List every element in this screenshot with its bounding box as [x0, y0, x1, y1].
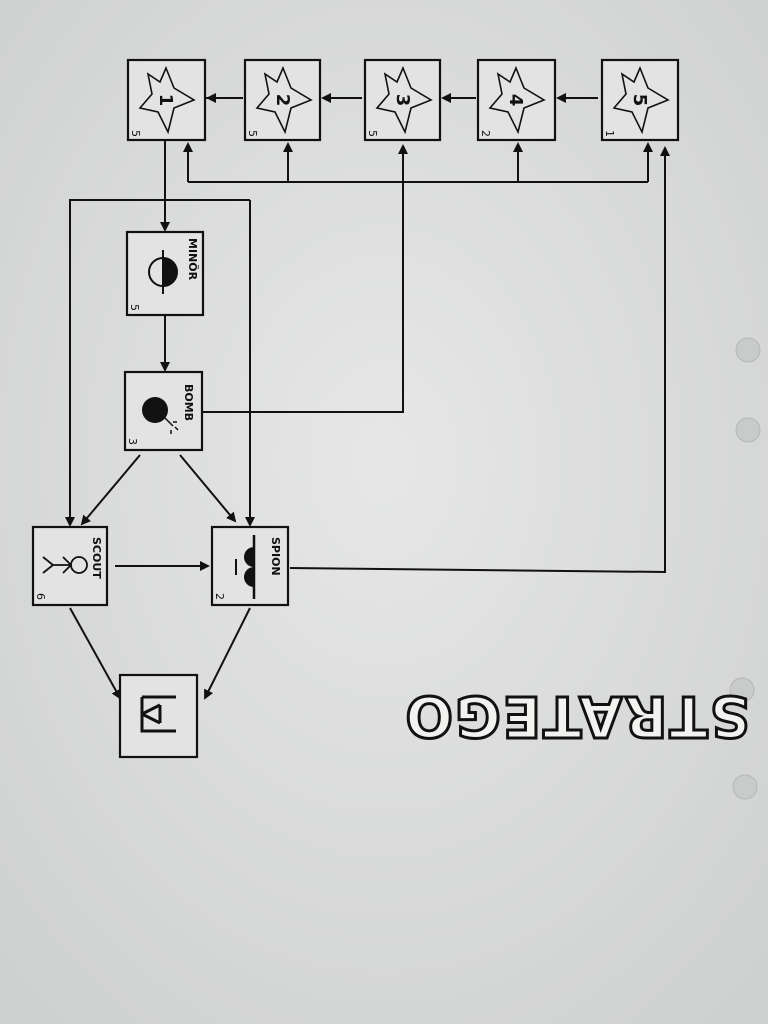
rank-box-1: 1 5 [126, 58, 207, 142]
miner-label: MINÖR [186, 238, 200, 281]
rank-box-3: 3 5 [363, 58, 442, 142]
rank-number: 5 [629, 94, 650, 107]
spy-count: 2 [213, 593, 226, 600]
bomb-label: BOMB [182, 384, 195, 421]
rank-count: 5 [129, 130, 142, 137]
bomb-box: BOMB 3 [123, 370, 204, 452]
miner-box: MINÖR 5 [125, 230, 205, 317]
star-icon [255, 65, 313, 135]
rank-box-4: 4 2 [476, 58, 557, 142]
spy-hat-icon [235, 535, 256, 599]
rank-count: 1 [603, 130, 616, 137]
rank-count: 5 [366, 130, 379, 137]
star-icon [488, 65, 546, 135]
binder-holes [729, 337, 761, 800]
rank-box-5: 5 1 [600, 58, 680, 142]
star-icon [375, 65, 433, 135]
miner-helmet-icon [148, 250, 178, 294]
scout-count: 6 [34, 593, 47, 600]
rank-number: 1 [155, 94, 176, 107]
rank-number: 2 [272, 94, 293, 107]
scout-label: SCOUT [90, 537, 103, 579]
stratego-title: STRATEGO [403, 683, 750, 748]
spy-label: SPION [269, 537, 282, 576]
scout-box: SCOUT 6 [31, 525, 109, 607]
miner-count: 5 [128, 304, 141, 311]
star-icon [612, 65, 670, 135]
flag-icon [140, 695, 176, 733]
rank-count: 2 [479, 130, 492, 137]
rank-box-2: 2 5 [243, 58, 322, 142]
star-icon [138, 65, 196, 135]
rank-count: 5 [246, 130, 259, 137]
connections [65, 93, 670, 700]
rank-number: 3 [392, 94, 413, 107]
bomb-count: 3 [126, 438, 139, 445]
rank-number: 4 [505, 94, 526, 107]
scout-figure-icon [42, 556, 88, 574]
spy-box: SPION 2 [210, 525, 290, 607]
flag-box [118, 673, 199, 759]
bomb-icon [142, 397, 179, 434]
